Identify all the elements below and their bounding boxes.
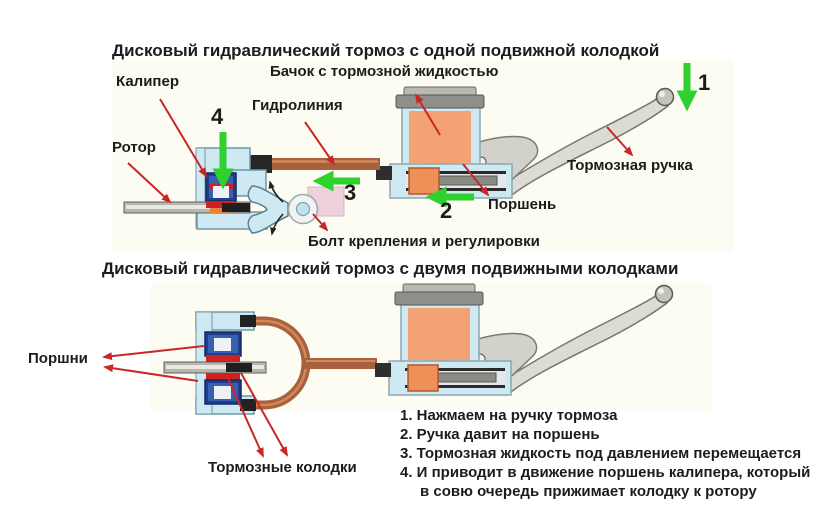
brake-pad <box>206 201 236 208</box>
label-bolt: Болт крепления и регулировки <box>308 233 540 250</box>
bore-line-bottom <box>406 188 506 191</box>
step-number-3: 3 <box>344 180 357 205</box>
brake-pad-bottom <box>206 373 240 380</box>
label-pistons: Поршни <box>28 350 88 367</box>
u-tube-fitting-top <box>240 315 256 327</box>
pointer-reservoir <box>414 93 441 136</box>
step-number-4: 4 <box>211 104 224 129</box>
pointer-pistons-top <box>102 345 205 361</box>
pointer-piston <box>462 163 490 197</box>
pointer-pads-left <box>226 375 264 458</box>
hydro-line-2 <box>304 358 377 369</box>
pad-backing <box>210 208 228 213</box>
pointer-pads-right <box>240 372 288 457</box>
instruction-line-4: 4. И приводит в движение поршень калипер… <box>400 464 811 481</box>
pointer-bolt <box>312 213 329 232</box>
pointer-pistons-bottom <box>103 364 199 382</box>
reservoir-fluid <box>409 111 471 163</box>
caliper-two-pads <box>163 311 377 415</box>
piston-top-center <box>214 338 231 351</box>
piston-rod <box>438 175 498 186</box>
step-number-2: 2 <box>440 198 453 223</box>
pointer-caliper <box>159 98 208 178</box>
lever-ball-end <box>655 87 675 107</box>
diagram1-title: Дисковый гидравлический тормоз с одной п… <box>112 41 660 60</box>
master-cylinder-and-lever <box>376 86 675 199</box>
u-tube-fitting-bottom <box>240 399 256 411</box>
reservoir-cap <box>395 94 485 109</box>
label-piston: Поршень <box>488 196 557 213</box>
rotor-stripe <box>126 205 248 209</box>
label-brake-lever: Тормозная ручка <box>567 157 693 174</box>
label-caliper: Калипер <box>116 73 179 90</box>
label-brake-pads: Тормозные колодки <box>208 459 357 476</box>
rotor-dark-segment-2 <box>226 363 252 372</box>
instruction-line-1: 1. Нажмаем на ручку тормоза <box>400 407 618 424</box>
piston-bottom-center <box>214 386 231 399</box>
rotation-arrow-down <box>270 213 284 236</box>
mount-bolt-center <box>295 201 311 217</box>
brake-pad-top <box>206 355 240 362</box>
lever-ball-highlight <box>659 91 665 97</box>
pointer-hydroline <box>304 121 336 166</box>
rotor-dark-segment <box>222 203 250 212</box>
label-rotor: Ротор <box>112 139 156 156</box>
instruction-line-3: 3. Тормозная жидкость под давлением пере… <box>400 445 802 462</box>
master-piston <box>408 167 440 195</box>
rotor-stripe-2 <box>166 365 264 369</box>
rotation-arrow-up <box>268 180 284 203</box>
diagram2-title: Дисковый гидравлический тормоз с двумя п… <box>102 259 679 278</box>
instruction-line-4-continuation: в совю очередь прижимает колодку к ротор… <box>420 483 757 500</box>
label-hydroline: Гидролиния <box>252 97 343 114</box>
pointer-rotor <box>127 162 172 204</box>
label-reservoir: Бачок с тормозной жидкостью <box>270 63 499 80</box>
pointer-brake-lever <box>606 126 634 157</box>
instruction-line-2: 2. Ручка давит на поршень <box>400 426 600 443</box>
piston-center <box>213 186 229 198</box>
hydro-line-fitting <box>246 155 272 173</box>
bore-line-top <box>406 171 506 174</box>
instruction-list: 1. Нажмаем на ручку тормоза 2. Ручка дав… <box>400 406 810 501</box>
step-number-1: 1 <box>698 70 711 95</box>
